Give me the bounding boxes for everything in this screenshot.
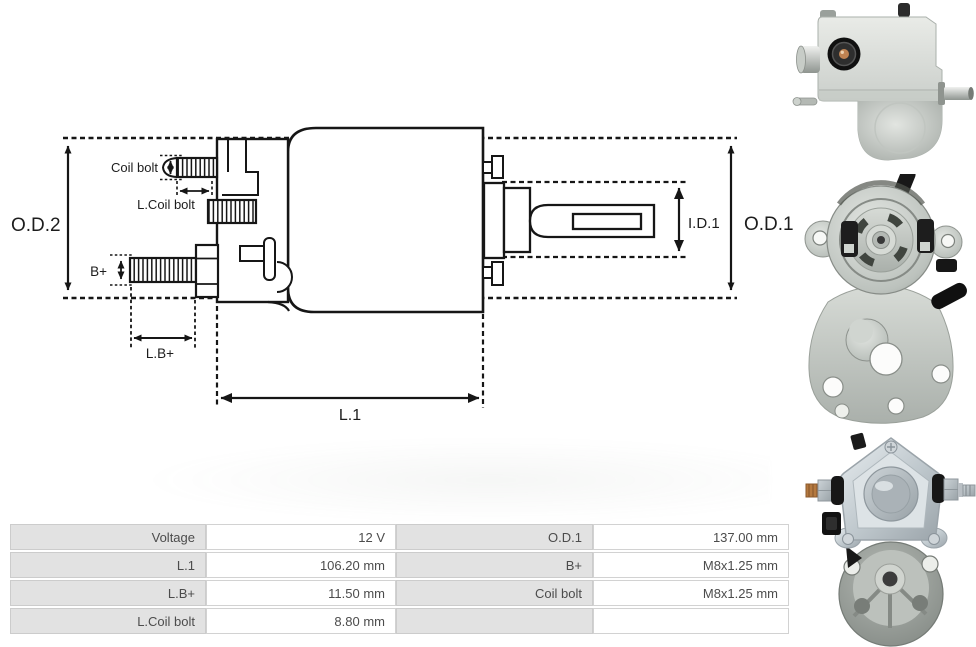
boot-right (932, 474, 945, 503)
bracket-black-wedge (846, 546, 862, 568)
solenoid-front-bracket (206, 137, 293, 312)
dim-label-l-b-plus: L.B+ (146, 346, 174, 361)
shaft-end (968, 87, 974, 100)
rubber-boot-side (931, 282, 967, 310)
dimension-coil-bolt: Coil bolt (111, 154, 182, 181)
spec-value-empty (593, 608, 789, 634)
boot-left (831, 476, 844, 505)
lower-pin-head (792, 97, 802, 106)
spec-value-l-b-plus: 11.50 mm (206, 580, 396, 606)
mount-hole-left (812, 230, 828, 246)
product-photo-solenoid-rear (805, 432, 976, 647)
spec-value-coil-bolt: M8x1.25 mm (593, 580, 789, 606)
spec-value-od1: 137.00 mm (593, 524, 789, 550)
spec-label-l1: L.1 (10, 552, 206, 578)
shaft-hole (877, 236, 885, 244)
cover-screws (842, 440, 940, 545)
cover-center-inner (871, 474, 911, 514)
plunger-assembly (482, 181, 656, 260)
housing-flange-shade (819, 91, 939, 101)
connector-block (936, 259, 957, 272)
plunger-spring-seat-arc (276, 261, 293, 293)
cover-top-nub (850, 432, 867, 450)
mount-hole-right (940, 233, 956, 249)
b-plus-stud (128, 243, 220, 299)
id1-extent-lines (502, 180, 688, 259)
product-photo-drive-end-bracket (804, 174, 967, 424)
dim-label-id1: I.D.1 (688, 215, 720, 232)
product-photo-gear-housing (792, 3, 974, 161)
dimension-l1: L.1 (215, 306, 485, 424)
spec-value-l1: 106.20 mm (206, 552, 396, 578)
lobe-detail-ring (874, 102, 926, 154)
dim-label-l1: L.1 (339, 407, 361, 424)
solenoid-body-outline (286, 126, 485, 314)
spec-label-empty (396, 608, 593, 634)
dimension-l-b-plus: L.B+ (130, 287, 196, 361)
od-extent-lines (63, 136, 737, 300)
dim-label-coil-bolt: Coil bolt (111, 160, 158, 175)
flange-hole-bottom-left (834, 403, 850, 419)
plate-shadow-crescent (836, 180, 926, 206)
body-mount-tabs (482, 155, 504, 286)
spec-value-l-coil-bolt: 8.80 mm (206, 608, 396, 634)
flange-hole-center (869, 342, 903, 376)
end-bracket (838, 541, 944, 647)
contact-plate (239, 245, 267, 262)
dim-label-od2: O.D.2 (11, 215, 61, 236)
cover-highlight (875, 481, 893, 491)
housing-lower-lobe (858, 101, 942, 160)
rubber-cap (898, 3, 910, 17)
bracket-recess-right (912, 595, 928, 611)
spec-label-l-b-plus: L.B+ (10, 580, 206, 606)
output-shaft (944, 87, 971, 100)
flange-hole-bottom (887, 397, 905, 415)
shaft-collar (938, 82, 945, 105)
dimension-l-coil-bolt: L.Coil bolt (137, 181, 213, 212)
spec-table: Voltage 12 V O.D.1 137.00 mm L.1 106.20 … (10, 524, 789, 634)
terminal-highlight (840, 50, 844, 54)
spec-value-voltage: 12 V (206, 524, 396, 550)
spec-label-od1: O.D.1 (396, 524, 593, 550)
flange-hole-right (931, 364, 951, 384)
brush-clip-right (920, 242, 930, 251)
spec-label-b-plus: B+ (396, 552, 593, 578)
brush-clip-left (844, 244, 854, 253)
plunger-slot (571, 212, 643, 231)
dim-label-l-coil-bolt: L.Coil bolt (137, 197, 195, 212)
side-boss-face (796, 45, 806, 74)
terminal-right (932, 474, 976, 503)
dimension-od2: O.D.2 (11, 145, 72, 291)
bracket-recess-left (854, 598, 870, 614)
flange-hole-left (822, 376, 844, 398)
spec-label-coil-bolt: Coil bolt (396, 580, 593, 606)
bracket-hole-right (921, 555, 939, 573)
dimension-b-plus: B+ (90, 254, 133, 286)
flange-boss-inner (849, 319, 873, 343)
stud-right (962, 484, 976, 497)
dim-label-od1: O.D.1 (744, 214, 794, 235)
washer-right (958, 483, 963, 497)
spade-connector-slot (826, 517, 837, 530)
terminal-left (805, 476, 844, 505)
plate-slots (853, 212, 909, 268)
dimension-od1: O.D.1 (727, 145, 794, 291)
copper-terminal-dot (839, 49, 849, 59)
dim-label-b-plus: B+ (90, 264, 107, 279)
spec-label-l-coil-bolt: L.Coil bolt (10, 608, 206, 634)
solenoid-technical-drawing: O.D.2 Coil bolt (11, 126, 794, 424)
spec-value-b-plus: M8x1.25 mm (593, 552, 789, 578)
spec-label-voltage: Voltage (10, 524, 206, 550)
dimension-id1: I.D.1 (674, 187, 720, 252)
coil-terminal-thread (206, 198, 258, 225)
contact-pin (263, 237, 276, 281)
